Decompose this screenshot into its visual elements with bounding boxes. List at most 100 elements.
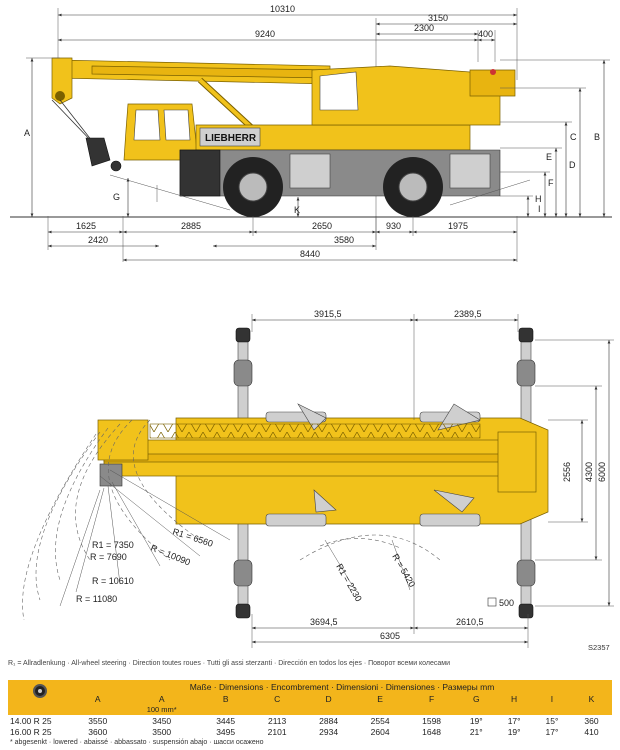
dim-2610-5: 2610,5 xyxy=(456,617,484,627)
dim-4300: 4300 xyxy=(584,462,594,482)
superstructure xyxy=(311,65,516,126)
steering-footnote: R₁ = Allradlenkung · All-wheel steering … xyxy=(8,660,451,667)
row-label: 14.00 R 25 xyxy=(8,715,72,726)
side-right-dimensions: B C D E H F I xyxy=(500,59,610,217)
col-header: A xyxy=(123,693,200,704)
cell: 360 xyxy=(570,715,612,726)
dim-930: 930 xyxy=(386,221,401,231)
col-header: B xyxy=(199,693,252,704)
dim-2300: 2300 xyxy=(414,23,434,33)
crane-dimension-drawing: 10310 9240 3150 2300 400 xyxy=(10,4,614,648)
col-header: K xyxy=(570,693,612,704)
row-label: 16.00 R 25 xyxy=(8,726,72,737)
cell: 21° xyxy=(457,726,496,737)
side-wheels xyxy=(223,157,443,217)
table-header-row: A A B C D E F G H I K xyxy=(8,693,612,704)
tyre-icon xyxy=(33,684,47,698)
col-header: H xyxy=(495,693,534,704)
dimensions-table: Maße · Dimensions · Encombrement · Dimen… xyxy=(8,680,612,748)
dim-letter-k: K xyxy=(294,205,300,215)
side-bottom-dimensions: 1625 2885 2650 930 1975 2420 3580 8440 xyxy=(47,216,518,262)
dim-letter-c: C xyxy=(570,132,577,142)
radius-r1-7350: R1 = 7350 xyxy=(92,540,134,550)
dim-3694-5: 3694,5 xyxy=(310,617,338,627)
cell: 2101 xyxy=(251,726,303,737)
cell: 2554 xyxy=(354,715,406,726)
dim-8440: 8440 xyxy=(300,249,320,259)
top-view-right-dimensions: 2556 4300 6000 xyxy=(535,339,614,607)
dim-10310: 10310 xyxy=(270,4,295,14)
support-pad-box xyxy=(487,597,497,607)
radius-r-10610: R = 10610 xyxy=(92,576,134,586)
dim-2420: 2420 xyxy=(88,235,108,245)
table-title-row: Maße · Dimensions · Encombrement · Dimen… xyxy=(8,680,612,704)
col-subheader: 100 mm* xyxy=(123,704,200,715)
dim-2650: 2650 xyxy=(312,221,332,231)
dim-2556: 2556 xyxy=(562,462,572,482)
boom-top xyxy=(97,419,537,493)
dim-500: 500 xyxy=(499,598,514,608)
dim-letter-d: D xyxy=(569,160,576,170)
side-left-dimensions: A G K xyxy=(24,57,300,217)
col-header: I xyxy=(533,693,571,704)
cell: 2113 xyxy=(251,715,303,726)
dim-2389-5: 2389,5 xyxy=(454,309,482,319)
radius-r1-2230: R1 = 2230 xyxy=(334,562,364,603)
table-note-row: * abgesenkt · lowered · abaissé · abbass… xyxy=(8,737,612,748)
dim-1625: 1625 xyxy=(76,221,96,231)
brand-logo: LIEBHERR xyxy=(205,133,257,144)
radius-r1-6560: R1 = 6560 xyxy=(171,526,214,548)
cell: 3600 xyxy=(72,726,124,737)
cell: 3450 xyxy=(123,715,200,726)
dim-3915-5: 3915,5 xyxy=(314,309,342,319)
side-view: 10310 9240 3150 2300 400 xyxy=(10,4,612,262)
lowered-note: * abgesenkt · lowered · abaissé · abbass… xyxy=(10,739,264,746)
dim-6305: 6305 xyxy=(380,631,400,641)
cell: 3500 xyxy=(123,726,200,737)
cell: 2934 xyxy=(302,726,355,737)
dim-3150: 3150 xyxy=(428,13,448,23)
driver-cab xyxy=(123,103,199,161)
dim-letter-a: A xyxy=(24,128,30,138)
top-view-bottom-dimensions: 3694,5 2610,5 6305 500 xyxy=(251,524,529,648)
col-header: E xyxy=(354,693,406,704)
top-view-top-dimensions: 3915,5 2389,5 xyxy=(251,309,519,420)
radius-r-10090: R = 10090 xyxy=(149,543,191,568)
cell: 19° xyxy=(457,715,496,726)
col-header: A xyxy=(72,693,124,704)
cell: 2604 xyxy=(354,726,406,737)
col-header: F xyxy=(405,693,458,704)
cell: 17° xyxy=(495,715,534,726)
dim-2885: 2885 xyxy=(181,221,201,231)
radius-r-5420: R = 5420 xyxy=(390,552,417,589)
cell: 19° xyxy=(495,726,534,737)
cell: 1598 xyxy=(405,715,458,726)
cell: 2884 xyxy=(302,715,355,726)
table-subheader-row: 100 mm* xyxy=(8,704,612,715)
cell: 15° xyxy=(533,715,571,726)
col-header: G xyxy=(457,693,496,704)
dim-9240: 9240 xyxy=(255,29,275,39)
table-row: 14.00 R 25 3550 3450 3445 2113 2884 2554… xyxy=(8,715,612,726)
col-header: D xyxy=(302,693,355,704)
cell: 1648 xyxy=(405,726,458,737)
dim-letter-f: F xyxy=(548,178,554,188)
cell: 3550 xyxy=(72,715,124,726)
cell: 17° xyxy=(533,726,571,737)
dim-400: 400 xyxy=(478,29,493,39)
radius-r-11080: R = 11080 xyxy=(76,594,117,604)
dim-letter-b: B xyxy=(594,132,600,142)
top-view: R1 = 6560 R = 10090 R1 = 7350 R = 7690 R… xyxy=(22,309,614,648)
cell: 3445 xyxy=(199,715,252,726)
col-header: C xyxy=(251,693,303,704)
dim-letter-i: I xyxy=(538,204,541,214)
boom xyxy=(51,57,331,172)
dim-letter-e: E xyxy=(546,152,552,162)
dim-letter-h: H xyxy=(535,194,542,204)
cell: 410 xyxy=(570,726,612,737)
drawing-number: S2357 xyxy=(588,643,610,652)
dim-1975: 1975 xyxy=(448,221,468,231)
cell: 3495 xyxy=(199,726,252,737)
table-row: 16.00 R 25 3600 3500 3495 2101 2934 2604… xyxy=(8,726,612,737)
radius-r-7690: R = 7690 xyxy=(90,552,127,562)
